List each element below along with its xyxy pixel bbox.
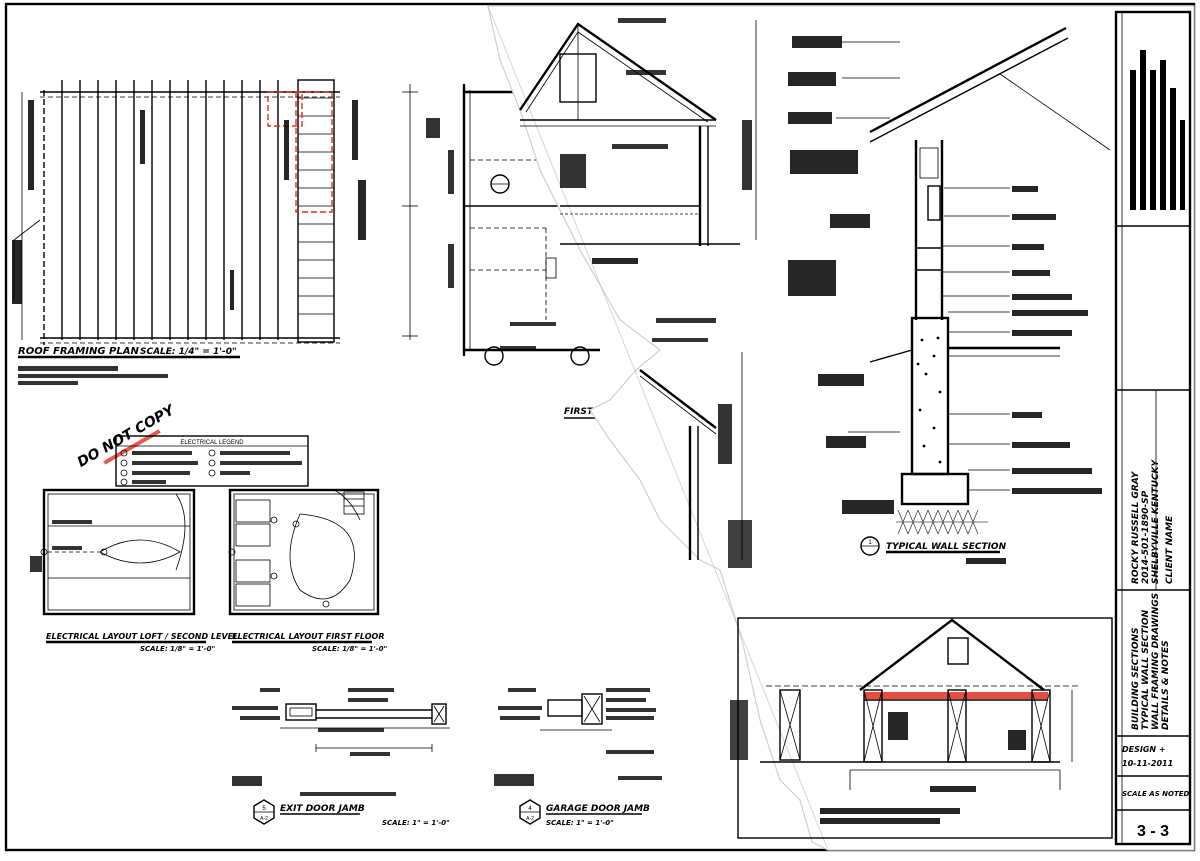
sheet-number: 3 - 3 [1137, 823, 1169, 840]
project-permit: 2014-501-1890-SP [1141, 490, 1151, 584]
roof-framing-plan: ROOF FRAMING PLAN SCALE: 1/4" = 1'-0" [12, 79, 366, 385]
loft-title: ELECTRICAL LAYOUT LOFT / SECOND LEVEL [46, 632, 238, 641]
sheet-title-line-2: TYPICAL WALL SECTION [1141, 609, 1151, 730]
client-name: CLIENT NAME [1165, 515, 1175, 584]
exit-door-title: EXIT DOOR JAMB [280, 804, 365, 814]
wall-section-detail-number: 1 [868, 540, 872, 546]
garage-door-sheet-ref: A-2 [526, 816, 534, 822]
project-name: ROCKY RUSSELL GRAY [1131, 470, 1141, 584]
header-beam [864, 692, 1048, 699]
revision-cloud [295, 91, 333, 213]
building-section-bottom [639, 318, 752, 568]
garage-door-scale: SCALE: 1" = 1'-0" [546, 819, 614, 827]
garage-door-detail-number: 4 [528, 806, 532, 812]
loft-scale: SCALE: 1/8" = 1'-0" [140, 645, 215, 653]
wall-framing-elevation [730, 617, 1113, 839]
design-label: DESIGN + [1122, 745, 1166, 754]
building-section-top [519, 18, 757, 264]
legend-title: ELECTRICAL LEGEND [180, 440, 244, 446]
garage-door-jamb-detail: 4 A-2 GARAGE DOOR JAMB SCALE: 1" = 1'-0" [494, 688, 662, 827]
exit-door-scale: SCALE: 1" = 1'-0" [382, 819, 450, 827]
first-floor-electrical-scale: SCALE: 1/8" = 1'-0" [312, 645, 387, 653]
sheet-title-line-1: BUILDING SECTIONS [1131, 627, 1141, 730]
sheet-title-line-4: DETAILS & NOTES [1161, 640, 1171, 730]
typical-wall-section: 1 TYPICAL WALL SECTION [788, 26, 1111, 564]
electrical-layout-first-floor: ELECTRICAL LAYOUT FIRST FLOOR SCALE: 1/8… [228, 488, 387, 653]
electrical-layout-loft: ELECTRICAL LAYOUT LOFT / SECOND LEVEL SC… [30, 488, 238, 653]
gravel-hatch [896, 509, 988, 535]
exit-door-detail-number: 5 [262, 806, 266, 812]
exit-door-sheet-ref: A-2 [260, 816, 268, 822]
wall-section-title: TYPICAL WALL SECTION [886, 542, 1007, 552]
sheet-date: 10-11-2011 [1122, 759, 1173, 768]
scale-note: SCALE AS NOTED [1122, 790, 1190, 798]
garage-door-title: GARAGE DOOR JAMB [546, 804, 650, 814]
sheet-title-line-3: WALL FRAMING DRAWINGS [1151, 593, 1161, 730]
project-location: SHELBYVILLE KENTUCKY [1151, 458, 1161, 584]
electrical-legend: ELECTRICAL LEGEND [115, 435, 309, 487]
exit-door-jamb-detail: 5 A-2 EXIT DOOR JAMB SCALE: 1" = 1'-0" [232, 688, 450, 827]
first-floor-electrical-title: ELECTRICAL LAYOUT FIRST FLOOR [232, 632, 385, 641]
roof-plan-title: ROOF FRAMING PLAN [18, 346, 139, 357]
firm-logo [1130, 50, 1185, 210]
title-block: ROCKY RUSSELL GRAY 2014-501-1890-SP SHEL… [1114, 10, 1192, 846]
roof-plan-scale: SCALE: 1/4" = 1'-0" [140, 347, 237, 357]
